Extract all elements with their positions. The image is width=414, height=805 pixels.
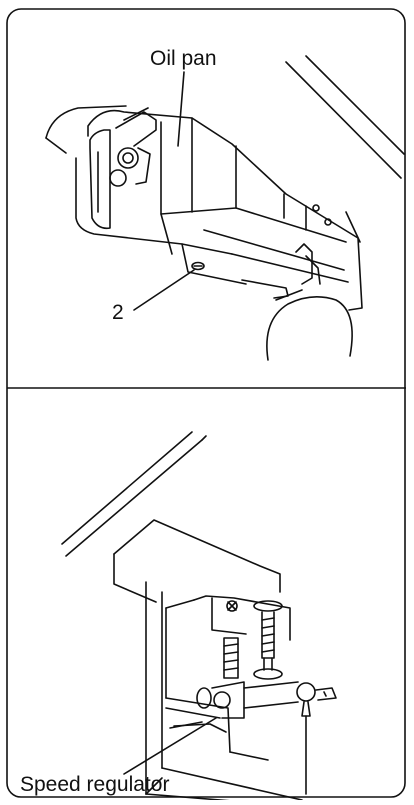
speed-regulator-illustration: [61, 431, 337, 800]
manual-figure: Oil pan 2 Speed regulator: [6, 8, 408, 800]
screw-number-label: 2: [112, 301, 124, 324]
sewing-machine-illustration: [45, 55, 405, 361]
figure-drawing: [6, 8, 406, 800]
oil-pan-label: Oil pan: [150, 47, 217, 70]
figure-border: [6, 8, 406, 798]
speed-regulator-label: Speed regulator: [20, 773, 170, 796]
